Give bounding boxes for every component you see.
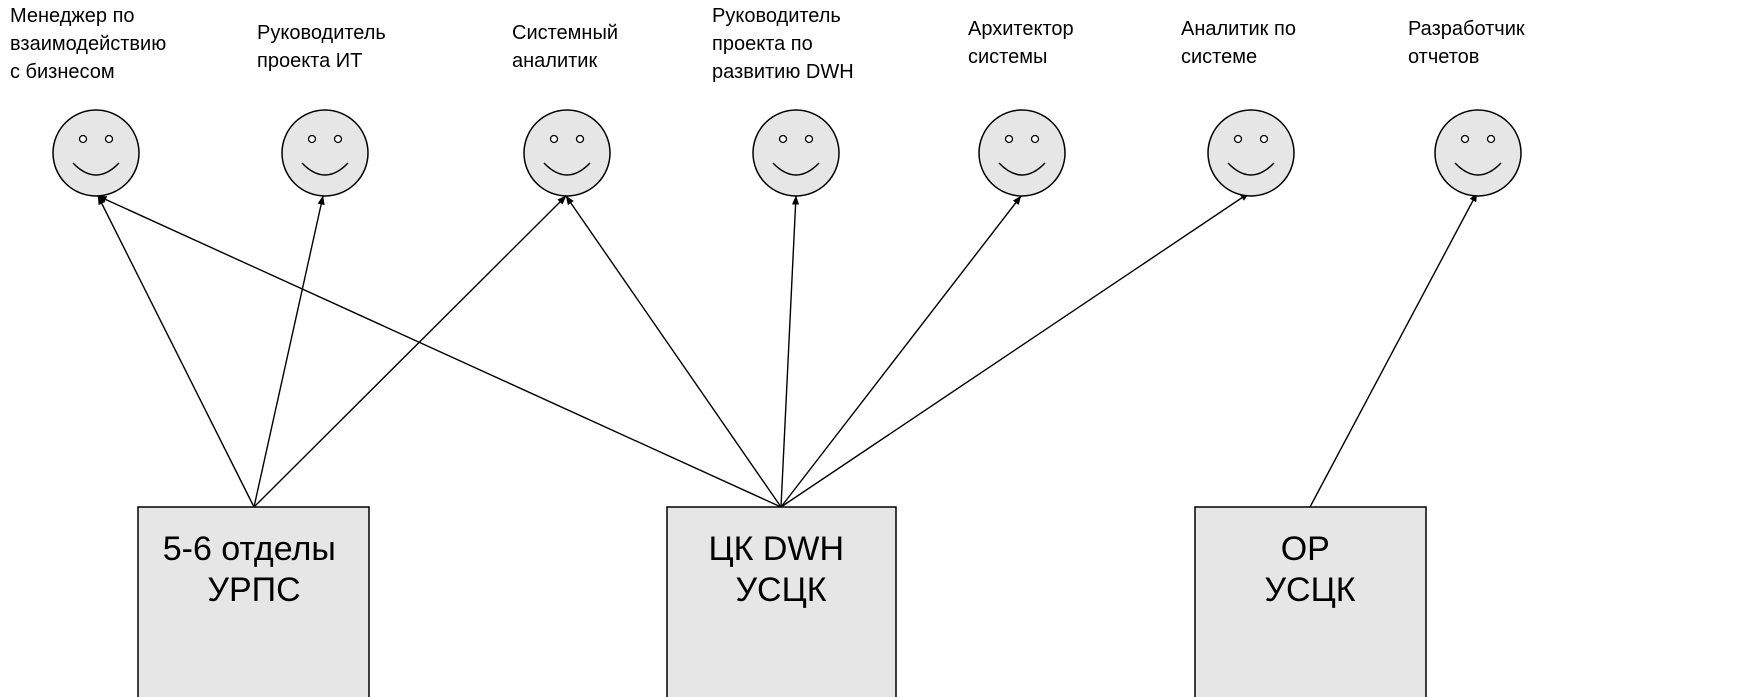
org-label-line: УРПС — [207, 571, 300, 609]
org-box-or: ОР УСЦК — [1194, 506, 1427, 697]
edges-layer — [97, 192, 1478, 508]
role-label-line: Руководитель — [257, 22, 386, 44]
edge-arrow-dwh-to-architect — [780, 195, 1022, 508]
role-label-sysanalyst: Системный аналитик — [512, 22, 624, 72]
org-label: 5-6 отделы УРПС — [163, 530, 346, 609]
edge-arrow-or-to-reportdev — [1309, 192, 1478, 508]
smiley-face-icon — [1207, 109, 1295, 197]
edge-arrow-urps-to-sysanalyst — [253, 195, 567, 508]
role-label-line: Разработчик — [1408, 18, 1525, 40]
role-label-bizmgr: Менеджер по взаимодействию с бизнесом — [10, 5, 172, 83]
org-label-line: ЦК DWH — [708, 530, 844, 568]
org-label-line: УСЦК — [1264, 571, 1355, 609]
role-label-itpm: Руководитель проекта ИТ — [257, 22, 391, 72]
role-label-architect: Архитектор системы — [968, 18, 1079, 68]
edge-arrow-dwh-to-bizmgr — [97, 195, 782, 508]
role-label-dwhpm: Руководитель проекта по развитию DWH — [712, 5, 854, 83]
role-label-line: системе — [1181, 46, 1257, 68]
role-label-line: Аналитик по — [1181, 18, 1296, 40]
role-label-sysanalyst2: Аналитик по системе — [1181, 18, 1302, 68]
smiley-face-icon — [752, 109, 840, 197]
smiley-face-icon — [978, 109, 1066, 197]
role-label-line: отчетов — [1408, 46, 1479, 68]
org-label-line: ОР — [1281, 530, 1330, 568]
edge-arrow-urps-to-itpm — [253, 195, 325, 508]
smiley-face-icon — [523, 109, 611, 197]
smiley-face-icon — [281, 109, 369, 197]
role-label-reportdev: Разработчик отчетов — [1408, 18, 1530, 68]
org-box-dwh: ЦК DWH УСЦК — [666, 506, 897, 697]
role-label-line: Системный — [512, 22, 618, 44]
smiley-face-icon — [52, 109, 140, 197]
edge-arrow-dwh-to-sysanalyst — [565, 195, 782, 508]
org-box-urps: 5-6 отделы УРПС — [137, 506, 370, 697]
role-label-line: с бизнесом — [10, 61, 115, 83]
org-label: ОР УСЦК — [1264, 530, 1355, 609]
role-label-line: развитию DWH — [712, 61, 854, 83]
role-label-line: Руководитель — [712, 5, 841, 27]
role-label-line: аналитик — [512, 50, 597, 72]
role-label-line: системы — [968, 46, 1047, 68]
role-label-line: Архитектор — [968, 18, 1074, 40]
edge-arrow-urps-to-bizmgr — [97, 195, 255, 508]
smiley-face-icon — [1434, 109, 1522, 197]
edge-arrow-dwh-to-sysanalyst2 — [780, 192, 1250, 508]
role-label-line: проекта ИТ — [257, 50, 362, 72]
role-label-line: Менеджер по — [10, 5, 135, 27]
role-label-line: взаимодействию — [10, 33, 166, 55]
org-label-line: УСЦК — [735, 571, 826, 609]
org-label: ЦК DWH УСЦК — [708, 530, 853, 609]
edge-arrow-dwh-to-dwhpm — [780, 195, 800, 508]
role-label-line: проекта по — [712, 33, 813, 55]
org-label-line: 5-6 отделы — [163, 530, 336, 568]
